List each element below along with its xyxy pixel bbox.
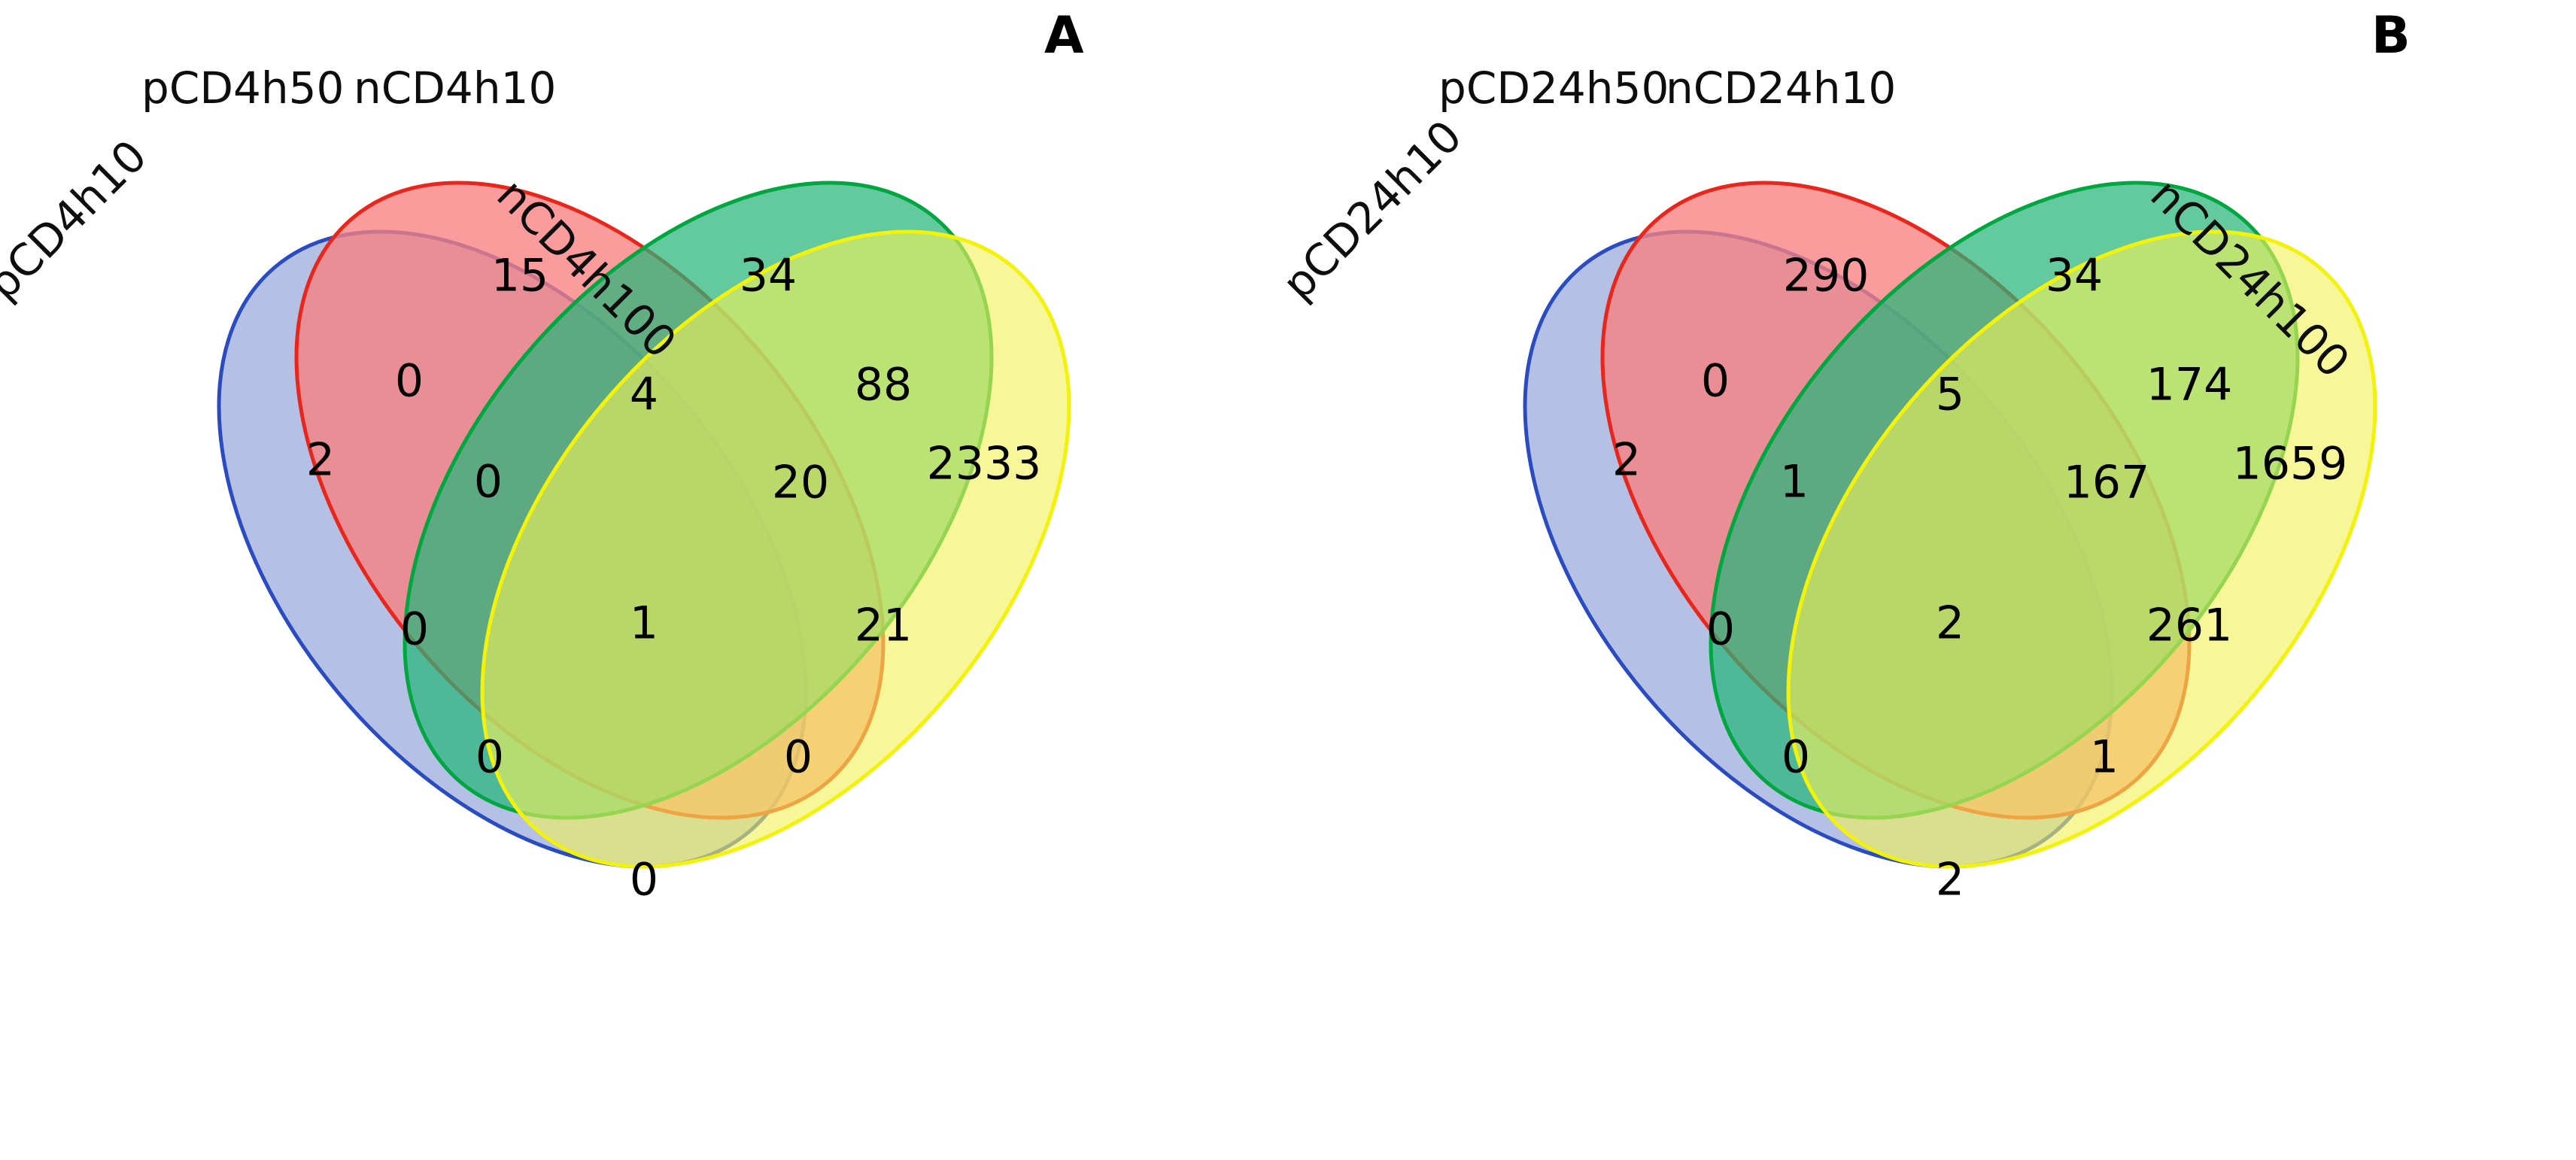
venn-ellipse-yellow: [480, 229, 1071, 869]
venn-count-blue-green-yellow: 0: [475, 731, 504, 784]
panel-letter-b: B: [2371, 6, 2410, 65]
venn-count-blue-red-green: 1: [1780, 456, 1809, 509]
venn-count-yellow-only: 1659: [2233, 438, 2348, 490]
venn-count-all-four: 2: [1936, 597, 1964, 650]
venn-count-red-yellow: 261: [2146, 600, 2233, 652]
venn-count-all-four: 1: [630, 597, 658, 650]
panel-letter-a: A: [1044, 6, 1084, 65]
venn-count-blue-green: 0: [400, 603, 429, 656]
venn-count-yellow-only: 2333: [927, 438, 1042, 490]
venn-panel-a: A 2 15 34 2333 0 4 88 0 20 0 1 21: [0, 6, 1084, 906]
venn-count-red-green: 5: [1936, 369, 1964, 421]
venn-count-red-yellow: 21: [855, 600, 912, 652]
venn-set-label-top-left-a: pCD4h50: [141, 62, 345, 114]
venn-count-blue-green-yellow: 0: [1782, 731, 1810, 784]
venn-count-blue-red-yellow: 0: [784, 731, 813, 784]
venn-set-label-top-right-b: nCD24h10: [1666, 62, 1897, 114]
venn-count-blue-only: 2: [1612, 434, 1641, 487]
venn-count-green-only: 34: [2046, 250, 2103, 302]
venn-ellipse-yellow: [1786, 229, 2377, 869]
venn-count-green-only: 34: [740, 250, 797, 302]
venn-diagram-b: 2 290 34 1659 0 5 174 1 167 0 2 261 0 1 …: [1523, 181, 2377, 906]
venn-count-blue-only: 2: [306, 434, 335, 487]
venn-set-label-top-right-a: nCD4h10: [354, 62, 557, 114]
venn-count-blue-red-green: 0: [474, 456, 503, 509]
venn-count-red-only: 290: [1783, 250, 1870, 302]
venn-count-red-green-yellow: 20: [772, 457, 829, 509]
venn-count-red-green: 4: [630, 369, 658, 421]
venn-count-blue-red: 0: [395, 355, 424, 408]
venn-count-blue-red-yellow: 1: [2090, 731, 2119, 784]
venn-count-red-green-yellow: 167: [2064, 457, 2150, 509]
venn-set-label-top-left-b: pCD24h50: [1438, 62, 1669, 114]
venn-panel-b: B 2 290 34 1659 0 5 174 1 167 0 2 261 0: [1272, 0, 2576, 1160]
venn-count-red-only: 15: [491, 250, 548, 302]
venn-count-bottom: 2: [1936, 854, 1964, 906]
venn-diagram-a: 2 15 34 2333 0 4 88 0 20 0 1 21 0 0 0: [217, 181, 1071, 906]
venn-count-blue-red: 0: [1701, 355, 1730, 408]
venn-count-green-yellow: 174: [2146, 359, 2233, 411]
venn-count-blue-green: 0: [1706, 603, 1735, 656]
venn-count-green-yellow: 88: [855, 359, 912, 411]
venn-count-bottom: 0: [630, 854, 658, 906]
